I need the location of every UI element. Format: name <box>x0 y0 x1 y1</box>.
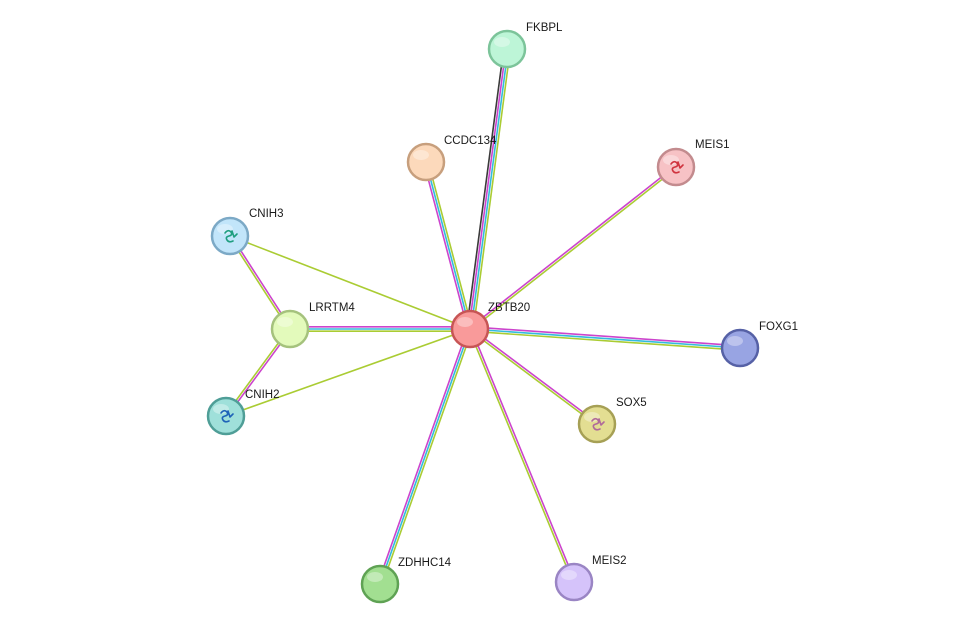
edge-evidence-line <box>379 328 471 585</box>
edge-layer <box>224 48 741 585</box>
node-zdhhc14[interactable]: ZDHHC14 <box>360 557 452 604</box>
edge-zbtb20-cnih2[interactable] <box>225 328 471 417</box>
edge-evidence-line <box>423 162 469 330</box>
edge-zbtb20-ccdc134[interactable] <box>423 161 473 330</box>
edge-evidence-line <box>470 328 576 582</box>
node-highlight <box>413 150 429 160</box>
node-highlight <box>561 570 577 580</box>
edge-zbtb20-sox5[interactable] <box>468 327 599 426</box>
node-highlight <box>367 572 383 582</box>
edge-evidence-line <box>465 48 505 329</box>
edge-evidence-line <box>470 326 741 347</box>
node-foxg1[interactable]: FOXG1 <box>720 321 798 368</box>
edge-evidence-line <box>470 327 599 424</box>
edge-zbtb20-meis1[interactable] <box>468 165 678 331</box>
node-fkbpl[interactable]: FKBPL <box>487 22 563 69</box>
node-circle[interactable] <box>554 562 594 602</box>
node-label: MEIS1 <box>695 139 730 151</box>
edge-evidence-line <box>381 329 473 585</box>
edge-evidence-line <box>472 49 512 330</box>
edge-evidence-line <box>427 161 473 329</box>
node-label: CCDC134 <box>444 135 497 147</box>
edge-zbtb20-fkbpl[interactable] <box>465 48 512 330</box>
node-label: FKBPL <box>526 22 563 34</box>
node-zbtb20[interactable]: ZBTB20 <box>450 302 530 349</box>
edge-evidence-line <box>468 48 507 329</box>
edge-zbtb20-cnih3[interactable] <box>229 235 471 330</box>
protein-structure-icon <box>670 160 684 174</box>
node-ccdc134[interactable]: CCDC134 <box>406 135 497 182</box>
node-circle[interactable] <box>360 564 400 604</box>
node-circle[interactable] <box>270 309 310 349</box>
node-label: CNIH3 <box>249 208 284 220</box>
edge-evidence-line <box>468 165 676 329</box>
edge-evidence-line <box>470 167 678 331</box>
edge-evidence-line <box>425 161 471 330</box>
edge-zbtb20-meis2[interactable] <box>468 328 576 583</box>
node-highlight <box>457 317 473 327</box>
node-circle[interactable] <box>406 142 446 182</box>
node-circle[interactable] <box>487 29 527 69</box>
node-label: SOX5 <box>616 397 647 409</box>
edge-evidence-line <box>468 329 597 426</box>
edge-zbtb20-lrrtm4[interactable] <box>290 325 470 333</box>
node-label: MEIS2 <box>592 555 627 567</box>
node-lrrtm4[interactable]: LRRTM4 <box>270 302 355 349</box>
protein-structure-icon <box>220 409 234 423</box>
protein-structure-icon <box>591 417 605 431</box>
node-meis2[interactable]: MEIS2 <box>554 555 627 602</box>
edge-zbtb20-foxg1[interactable] <box>469 326 741 351</box>
node-circle[interactable] <box>720 328 760 368</box>
node-highlight <box>277 317 293 327</box>
node-label: ZBTB20 <box>488 302 530 314</box>
edge-evidence-line <box>229 235 471 330</box>
edge-zbtb20-zdhhc14[interactable] <box>377 328 473 585</box>
node-label: ZDHHC14 <box>398 557 452 569</box>
node-cnih3[interactable]: CNIH3 <box>210 208 284 256</box>
protein-structure-icon <box>224 229 238 243</box>
node-sox5[interactable]: SOX5 <box>577 397 647 444</box>
edge-evidence-line <box>377 328 469 584</box>
edge-evidence-line <box>225 328 471 417</box>
node-label: CNIH2 <box>245 389 280 401</box>
edge-evidence-line <box>469 328 741 349</box>
node-highlight <box>494 37 510 47</box>
edge-evidence-line <box>470 49 509 330</box>
edge-evidence-line <box>469 330 740 351</box>
node-meis1[interactable]: MEIS1 <box>656 139 730 187</box>
node-label: LRRTM4 <box>309 302 355 314</box>
node-highlight <box>727 336 743 346</box>
edge-evidence-line <box>468 329 574 583</box>
node-label: FOXG1 <box>759 321 798 333</box>
node-circle[interactable] <box>450 309 490 349</box>
node-cnih2[interactable]: CNIH2 <box>206 389 280 436</box>
